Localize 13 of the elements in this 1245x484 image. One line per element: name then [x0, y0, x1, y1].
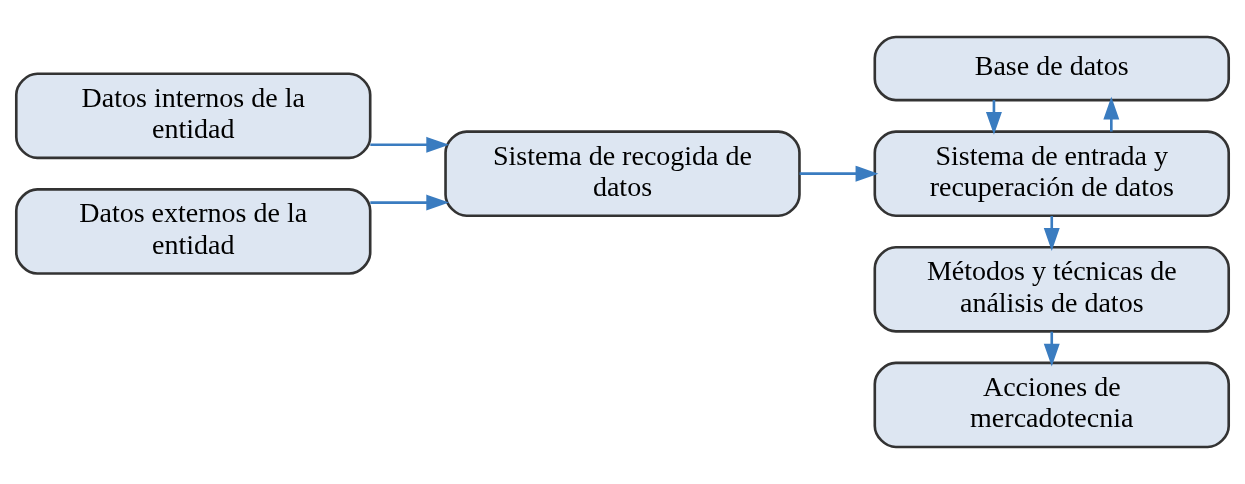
node-box: Base de datos	[873, 35, 1231, 102]
node-box: Sistema de recogida de datos	[444, 130, 801, 218]
node-box: Acciones de mercadotecnia	[873, 361, 1231, 449]
arrow	[799, 165, 879, 182]
arrow	[370, 136, 450, 153]
arrow	[1043, 216, 1060, 251]
arrow	[1043, 331, 1060, 367]
arrow	[370, 194, 450, 211]
arrow	[1103, 96, 1120, 132]
node-box: Datos externos de la entidad	[14, 188, 372, 275]
node-box: Métodos y técnicas de análisis de datos	[873, 245, 1231, 333]
node-box: Datos internos de la entidad	[14, 72, 372, 160]
node-box: Sistema de entrada y recuperación de datos	[873, 130, 1231, 218]
